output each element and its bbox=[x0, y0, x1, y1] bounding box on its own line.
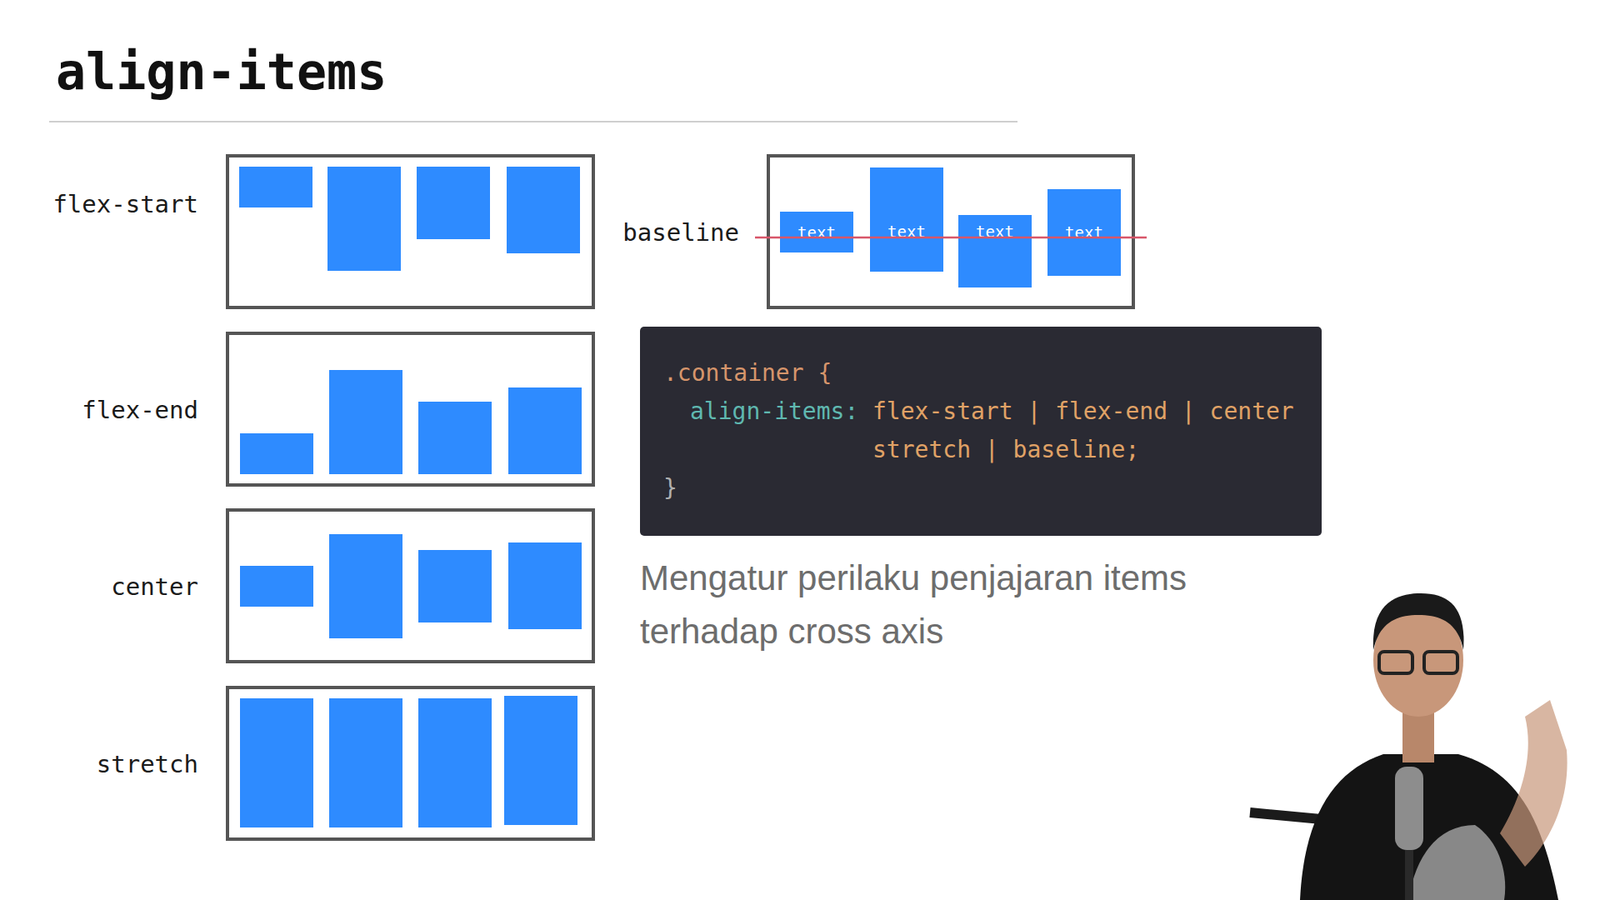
baseline-line bbox=[755, 236, 1147, 240]
flex-item bbox=[329, 534, 403, 639]
flex-item bbox=[240, 698, 314, 828]
description-text: Mengatur perilaku penjajaran items terha… bbox=[640, 551, 1224, 659]
code-block: .container {align-items: flex-start | fle… bbox=[640, 326, 1322, 536]
container-label: flex-end bbox=[81, 395, 199, 425]
flex-container: flex-end bbox=[225, 331, 595, 487]
container-label: center bbox=[110, 571, 199, 602]
flex-item bbox=[418, 698, 492, 828]
code-property: align-items: bbox=[690, 392, 859, 431]
code-brace: } bbox=[663, 469, 678, 508]
presenter-hair bbox=[1373, 593, 1465, 650]
presenter-neck bbox=[1402, 712, 1435, 763]
glasses bbox=[1424, 651, 1458, 674]
flex-item bbox=[239, 166, 313, 208]
microphone bbox=[1395, 766, 1424, 850]
item-text: text bbox=[958, 224, 1032, 240]
flex-item bbox=[418, 550, 492, 623]
flex-container: stretch bbox=[225, 685, 595, 841]
mic-stand bbox=[1405, 850, 1414, 900]
title-rule bbox=[49, 120, 1018, 123]
flex-item bbox=[329, 370, 403, 475]
code-value: flex-start | flex-end | center stretch |… bbox=[872, 392, 1309, 470]
flex-container: baselinetexttexttexttext bbox=[766, 154, 1135, 310]
presenter-hand bbox=[1500, 700, 1568, 867]
container-label: baseline bbox=[622, 217, 740, 248]
flex-item bbox=[329, 698, 403, 828]
presenter-figure bbox=[1250, 593, 1568, 900]
item-text: text bbox=[1047, 225, 1121, 241]
flex-item bbox=[504, 695, 578, 825]
flex-item bbox=[508, 387, 582, 475]
container-label: flex-start bbox=[52, 189, 199, 220]
code-selector: .container { bbox=[663, 354, 832, 393]
flex-item bbox=[240, 565, 314, 607]
flex-container: center bbox=[225, 508, 595, 664]
item-text: text bbox=[870, 224, 944, 240]
flex-item bbox=[506, 166, 580, 254]
flex-item: text bbox=[958, 215, 1032, 288]
flex-item: text bbox=[870, 167, 944, 272]
flex-item: text bbox=[780, 211, 854, 253]
flex-item bbox=[240, 433, 314, 475]
item-text: text bbox=[780, 225, 854, 241]
container-label: stretch bbox=[96, 749, 199, 780]
slide-title: align-items bbox=[55, 41, 387, 102]
flex-container: flex-start bbox=[225, 154, 595, 310]
flex-item bbox=[418, 401, 492, 475]
flex-item bbox=[508, 542, 582, 630]
glasses bbox=[1379, 651, 1413, 674]
flex-item bbox=[327, 166, 401, 271]
flex-item: text bbox=[1047, 189, 1121, 276]
flex-item bbox=[416, 166, 490, 240]
